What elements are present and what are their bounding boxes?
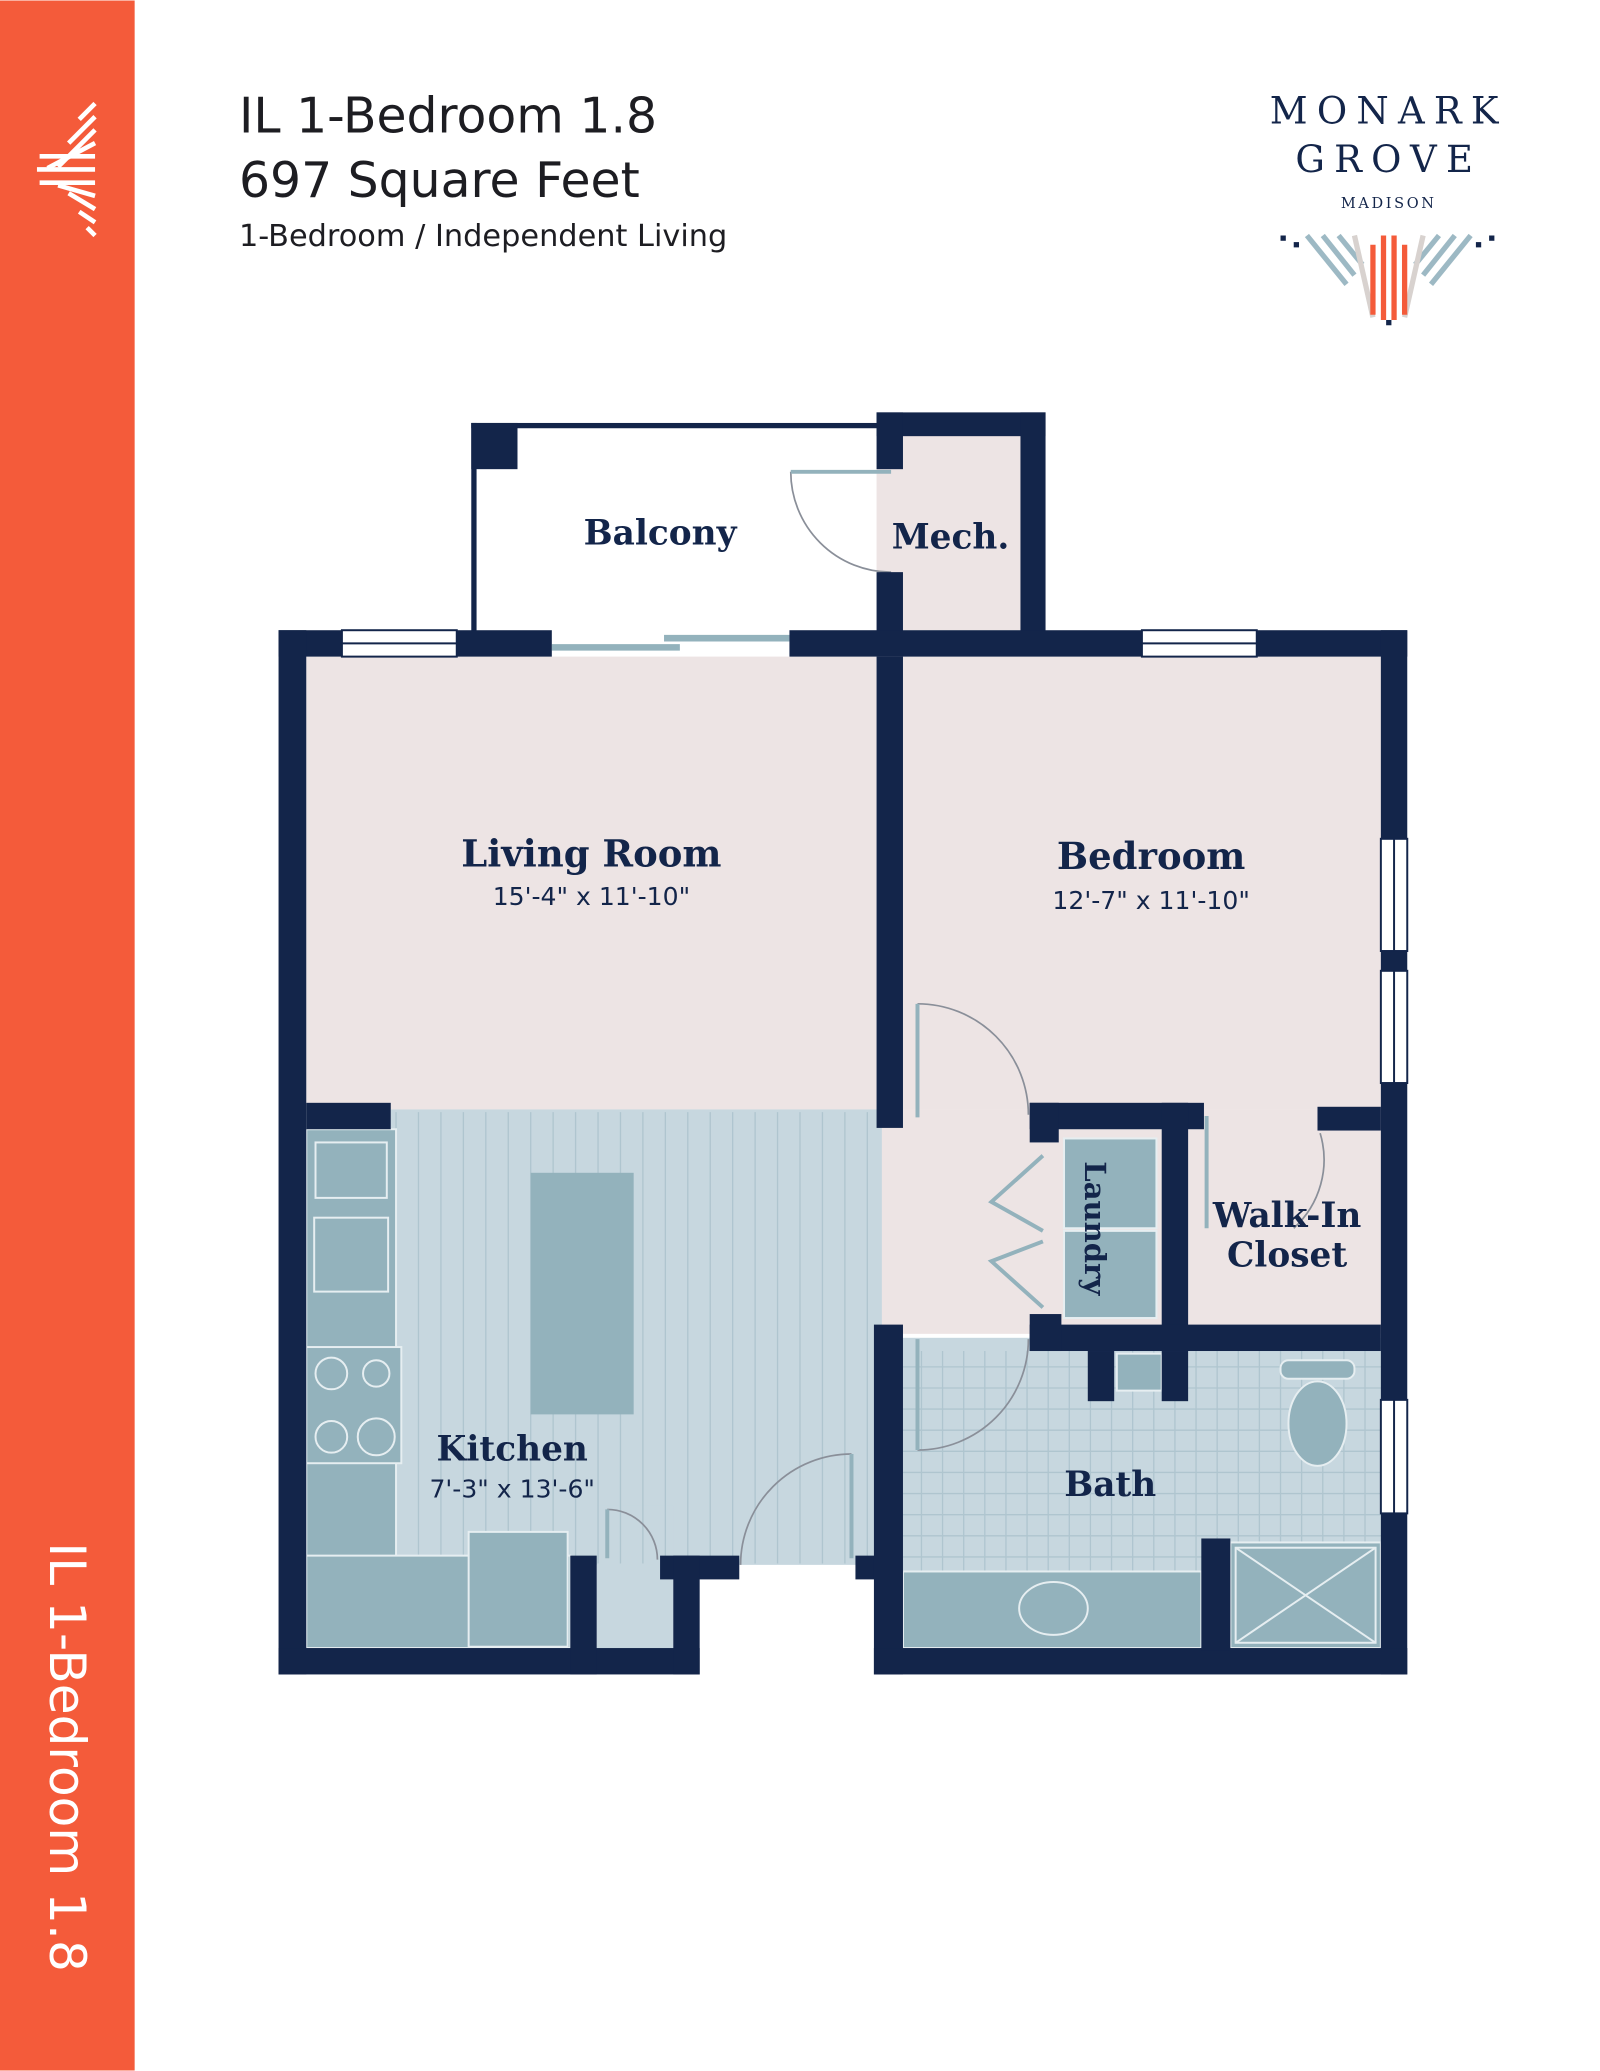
closet-label-line1: Walk-In xyxy=(1212,1196,1361,1236)
balcony-label: Balcony xyxy=(584,513,738,553)
windows xyxy=(340,629,1409,1515)
side-banner xyxy=(0,0,135,2071)
plan-subtitle: 1-Bedroom / Independent Living xyxy=(239,219,727,254)
laundry-units xyxy=(1063,1137,1158,1319)
mech-label: Mech. xyxy=(892,517,1010,557)
logo-monark: MONARK xyxy=(1270,89,1508,132)
brand-mark-icon xyxy=(36,101,97,238)
logo-madison: MADISON xyxy=(1341,196,1437,212)
kitchen-label: Kitchen xyxy=(437,1430,588,1470)
sliding-door xyxy=(551,634,790,651)
bedroom-dims: 12'-7" x 11'-10" xyxy=(1052,886,1249,915)
doors xyxy=(605,469,1325,1565)
walls xyxy=(278,412,1408,1675)
laundry-label: Laundry xyxy=(1078,1161,1112,1296)
kitchen-fixtures xyxy=(305,1128,634,1650)
bedroom-label: Bedroom xyxy=(1057,834,1245,878)
living-room-label: Living Room xyxy=(461,832,721,876)
square-feet: 697 Square Feet xyxy=(239,152,640,209)
side-banner-label: IL 1-Bedroom 1.8 xyxy=(38,1542,97,1971)
logo-emblem-icon xyxy=(1280,233,1495,326)
closet-label-line2: Closet xyxy=(1227,1236,1347,1276)
bath-label: Bath xyxy=(1064,1465,1156,1505)
kitchen-dims: 7'-3" x 13'-6" xyxy=(429,1475,595,1504)
plan-title: IL 1-Bedroom 1.8 xyxy=(239,88,657,145)
living-room-dims: 15'-4" x 11'-10" xyxy=(493,882,690,911)
logo-grove: GROVE xyxy=(1295,138,1482,181)
